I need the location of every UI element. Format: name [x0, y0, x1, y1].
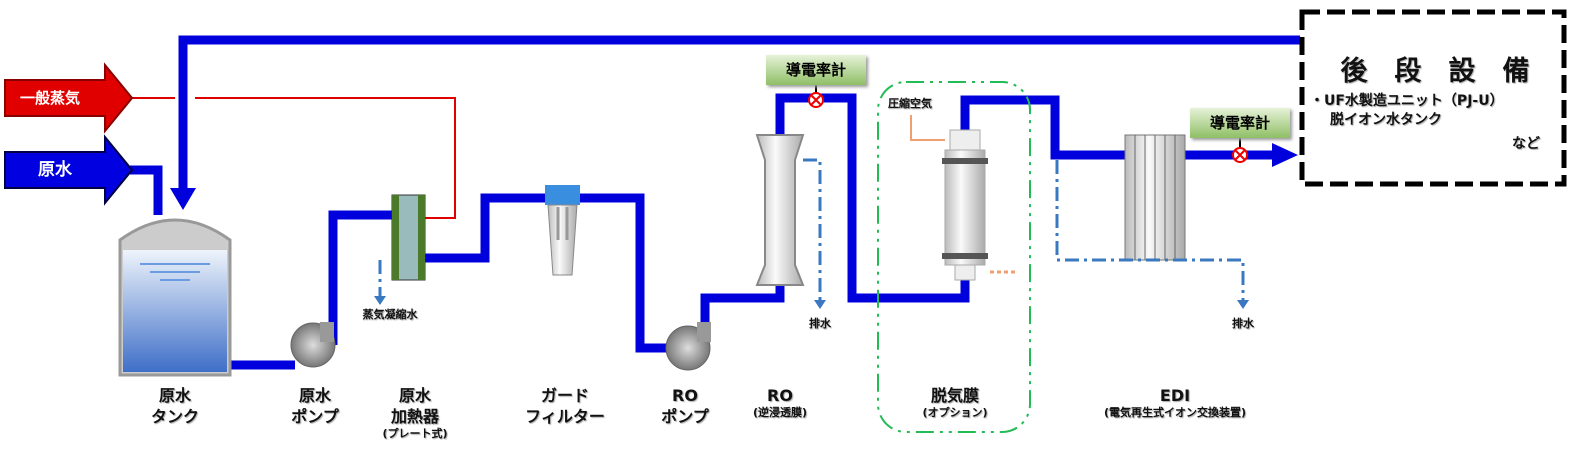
heater	[391, 194, 426, 281]
steam-inlet-arrow	[4, 62, 134, 134]
downstream-line1: ・UF水製造ユニット（PJ-U）	[1310, 93, 1504, 109]
downstream-line2: 脱イオン水タンク	[1330, 112, 1442, 128]
ro-vessel	[755, 134, 805, 286]
label-heater: 原水加熱器(プレート式)	[382, 386, 448, 440]
edi-drain-label: 排水	[1232, 317, 1254, 330]
condensate-label: 蒸気凝縮水	[362, 308, 418, 321]
label-ro: RO(逆浸透膜)	[752, 386, 808, 419]
label-filter: ガードフィルター	[525, 386, 605, 426]
ro-pump	[665, 322, 711, 371]
downstream-etc: など	[1512, 136, 1540, 152]
compressed-air-label: 圧縮空気	[888, 97, 932, 110]
steam-label: 一般蒸気	[20, 89, 81, 107]
edi-unit	[1124, 134, 1186, 261]
ro-drain-label: 排水	[809, 317, 831, 330]
raw-water-pump	[290, 322, 336, 368]
raw-water-inlet-arrow	[4, 134, 134, 206]
label-pump: 原水ポンプ	[291, 386, 339, 426]
conductivity-meter-1: 導電率計	[766, 55, 866, 85]
air-line	[910, 115, 945, 141]
degassing-membrane	[942, 129, 988, 281]
downstream-title: 後 段 設 備	[1340, 56, 1530, 87]
label-degasser: 脱気膜(オプション)	[922, 386, 988, 419]
conductivity-sensor-icon	[1232, 138, 1248, 163]
guard-filter	[545, 185, 580, 276]
process-pipes	[130, 35, 1300, 370]
label-edi: EDI(電気再生式イオン交換装置)	[1103, 386, 1247, 419]
raw-water-label: 原水	[38, 160, 72, 180]
option-boundary	[877, 81, 1031, 433]
conductivity-sensor-icon	[808, 85, 824, 108]
steam-line	[130, 97, 456, 219]
downstream-box	[1299, 9, 1567, 187]
conductivity-meter-2: 導電率計	[1190, 108, 1290, 138]
label-tank: 原水タンク	[150, 386, 199, 426]
drain-lines	[378, 158, 1245, 302]
raw-water-tank	[118, 218, 232, 377]
